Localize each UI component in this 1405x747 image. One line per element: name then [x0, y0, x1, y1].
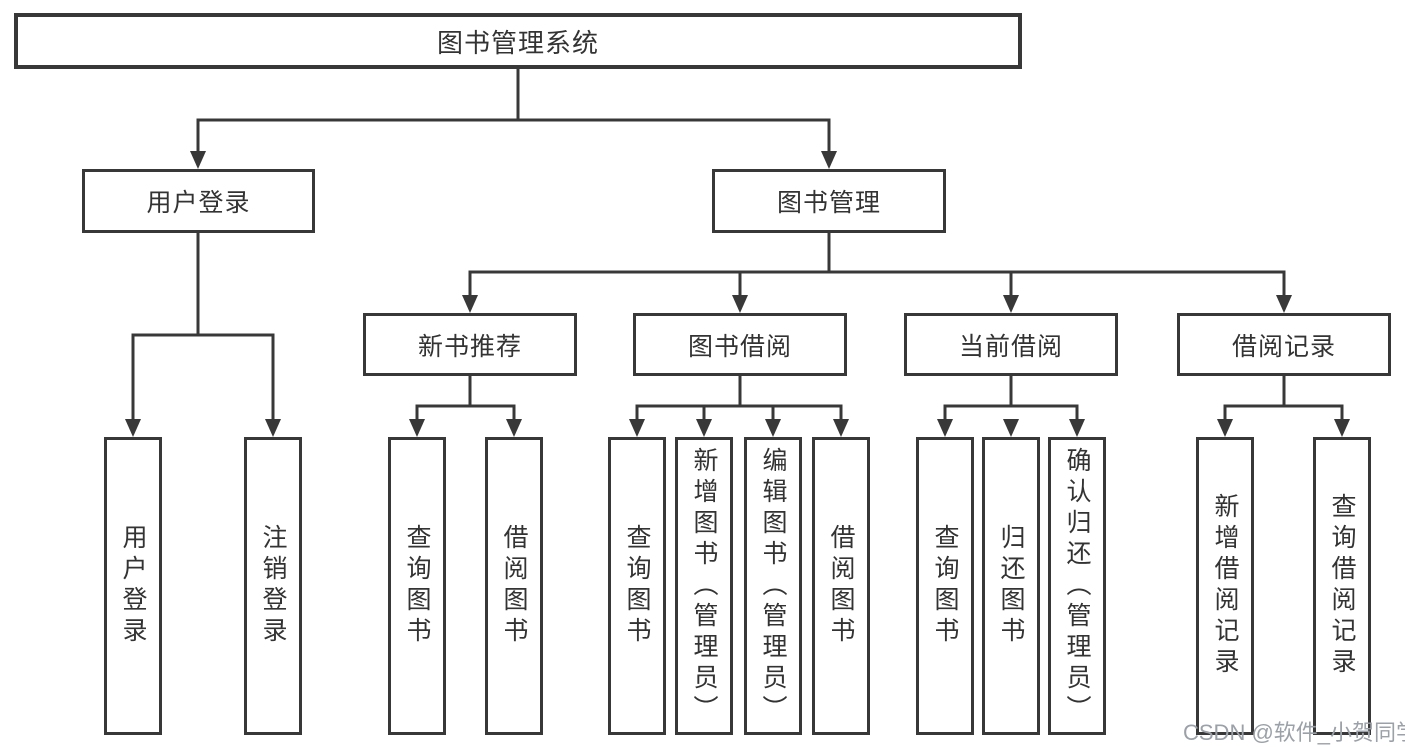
- leaf-label: 查询图书: [403, 524, 431, 648]
- leaf-label: 确认归还（管理员）: [1063, 446, 1091, 726]
- leaf-label: 新增借阅记录: [1211, 493, 1239, 679]
- leaf-borrow-edit-books-admin: 编辑图书（管理员）: [744, 437, 802, 735]
- node-book-borrow: 图书借阅: [633, 313, 847, 376]
- leaf-label: 查询图书: [931, 524, 959, 648]
- node-book-management: 图书管理: [712, 169, 946, 233]
- leaf-newbook-query-books: 查询图书: [388, 437, 446, 735]
- leaf-label: 借阅图书: [827, 524, 855, 648]
- leaf-label: 用户登录: [119, 524, 147, 648]
- leaf-label: 借阅图书: [500, 524, 528, 648]
- leaf-newbook-borrow-books: 借阅图书: [485, 437, 543, 735]
- leaf-label: 查询借阅记录: [1328, 493, 1356, 679]
- leaf-label: 归还图书: [997, 524, 1025, 648]
- leaf-records-add-record: 新增借阅记录: [1196, 437, 1254, 735]
- leaf-records-query-record: 查询借阅记录: [1313, 437, 1371, 735]
- leaf-label: 注销登录: [259, 524, 287, 648]
- leaf-label: 查询图书: [623, 524, 651, 648]
- csdn-watermark: CSDN @软件_小贺同学: [1183, 720, 1405, 745]
- leaf-current-query-books: 查询图书: [916, 437, 974, 735]
- leaf-borrow-add-books-admin: 新增图书（管理员）: [675, 437, 733, 735]
- node-user-login: 用户登录: [82, 169, 315, 233]
- leaf-borrow-borrow-books: 借阅图书: [812, 437, 870, 735]
- leaf-label: 新增图书（管理员）: [690, 446, 718, 726]
- leaf-logout: 注销登录: [244, 437, 302, 735]
- node-root-system: 图书管理系统: [14, 13, 1022, 69]
- leaf-user-login: 用户登录: [104, 437, 162, 735]
- node-current-borrow: 当前借阅: [904, 313, 1118, 376]
- leaf-borrow-query-books: 查询图书: [608, 437, 666, 735]
- leaf-label: 编辑图书（管理员）: [759, 446, 787, 726]
- node-new-book-recommend: 新书推荐: [363, 313, 577, 376]
- leaf-current-confirm-return-admin: 确认归还（管理员）: [1048, 437, 1106, 735]
- leaf-current-return-books: 归还图书: [982, 437, 1040, 735]
- node-borrow-records: 借阅记录: [1177, 313, 1391, 376]
